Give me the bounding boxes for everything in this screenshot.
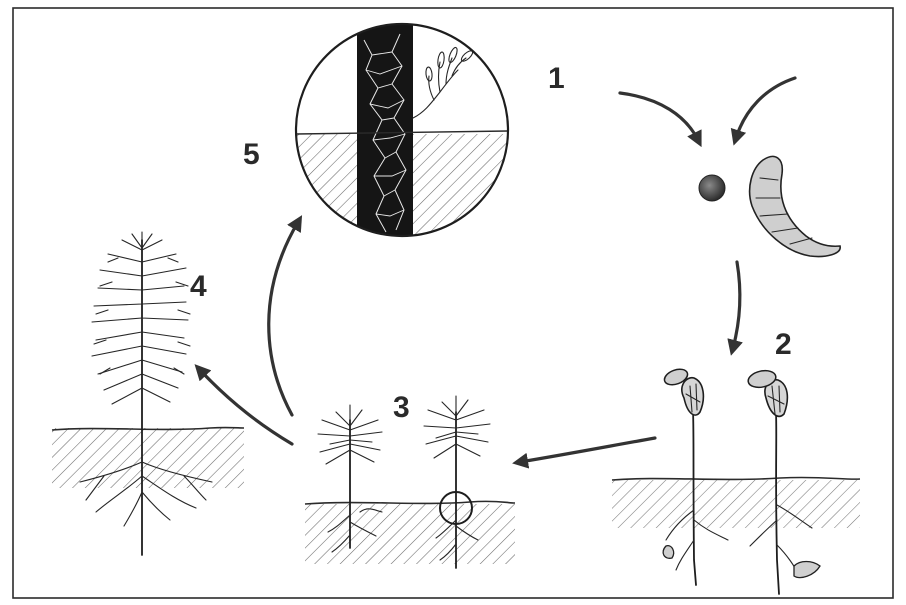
seed-coat-right — [794, 562, 820, 578]
step-label-5: 5 — [243, 140, 260, 170]
mycorrhiza-magnified-circle — [296, 20, 508, 250]
seed-stage — [699, 156, 840, 256]
seed-coat-left — [663, 546, 673, 559]
step-label-1: 1 — [548, 64, 565, 94]
step-label-3: 3 — [393, 393, 410, 423]
germination-stage — [612, 366, 860, 594]
seed — [699, 175, 725, 201]
step-label-2: 2 — [775, 330, 792, 360]
soil-hatch-stage2 — [612, 480, 860, 528]
arrow-seed-to-germination — [733, 262, 740, 348]
young-tree-stage — [52, 232, 244, 555]
arrow-seedlings-to-mycorrhiza — [269, 222, 298, 415]
step-label-4: 4 — [190, 272, 207, 302]
arrow-into-seed-right — [736, 78, 795, 138]
arrow-into-seed-left — [620, 93, 698, 140]
ground-line-stage3 — [305, 501, 515, 504]
ground-line-stage2 — [612, 477, 860, 480]
seedlings-stage — [305, 396, 515, 568]
seed-wing — [750, 156, 841, 256]
arrow-germination-to-seedlings — [520, 438, 655, 462]
soil-hatch-stage4 — [52, 428, 244, 488]
soil-hatch-stage3 — [305, 504, 515, 564]
